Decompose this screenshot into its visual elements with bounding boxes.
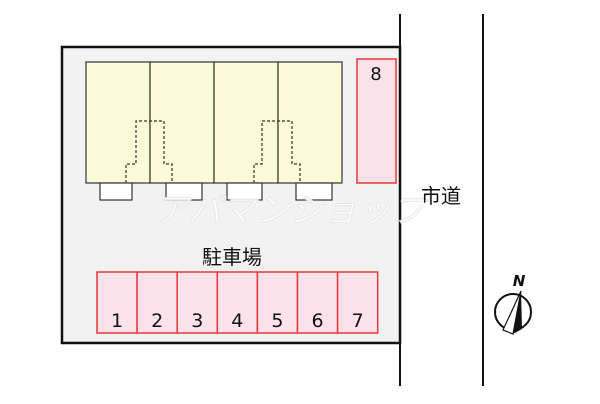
parking-space-5-label: 5	[271, 310, 283, 332]
parking-space-6-label: 6	[312, 310, 324, 332]
road-label: 市道	[421, 184, 461, 208]
parking-label: 駐車場	[202, 245, 262, 269]
porch	[226, 182, 263, 201]
porch	[165, 182, 203, 201]
compass-needle-light	[502, 290, 522, 335]
north-label: N	[513, 272, 526, 290]
building-unit	[85, 61, 151, 184]
porch	[295, 182, 333, 201]
building-unit	[213, 61, 279, 184]
parking-space-1-label: 1	[111, 310, 123, 332]
parking-space-7-label: 7	[352, 310, 364, 332]
parking-space-7	[336, 271, 379, 334]
parking-space-3-label: 3	[191, 310, 203, 332]
parking-space-8	[356, 58, 397, 184]
parking-space-4-label: 4	[231, 310, 243, 332]
parking-space-4	[216, 271, 259, 334]
parking-space-2-label: 2	[151, 310, 163, 332]
north-compass: N	[494, 272, 532, 335]
porch	[99, 182, 133, 201]
parking-space-5	[256, 271, 299, 334]
stair-outline	[125, 120, 173, 183]
building	[85, 61, 343, 201]
building-unit	[149, 61, 215, 184]
building-unit	[277, 61, 343, 184]
parking-space-6	[296, 271, 339, 334]
stair-outline	[253, 120, 301, 183]
watermark: アパマンショップ	[154, 191, 432, 231]
parking-space-8-label: 8	[370, 64, 381, 85]
parking-space-3	[176, 271, 219, 334]
parking-row: 1 2 3 4 5 6 7	[96, 271, 379, 334]
